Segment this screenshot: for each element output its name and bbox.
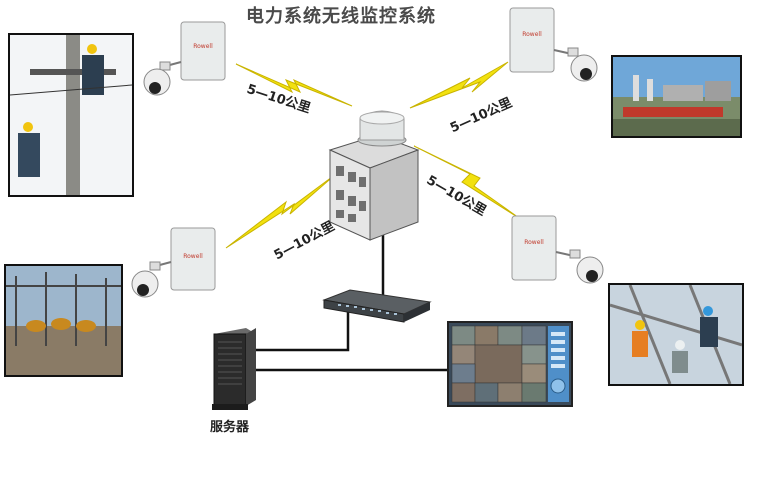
photo-technicians-on-tower	[608, 283, 744, 386]
photo-linemen-on-pole	[8, 33, 134, 197]
dome-camera-bottom-left	[131, 261, 172, 298]
roof-antenna	[357, 110, 407, 147]
diagram-title: 电力系统无线监控系统	[246, 6, 436, 27]
link-label-top-right: 5—10公里	[448, 96, 515, 137]
link-label-top-left: 5—10公里	[245, 82, 313, 117]
wire-switch-server	[256, 312, 350, 352]
svg-text:Rowell: Rowell	[522, 31, 542, 38]
photo-substation	[4, 264, 123, 377]
network-switch	[322, 289, 432, 323]
link-label-bottom-left: 5—10公里	[272, 219, 337, 263]
svg-text:Rowell: Rowell	[183, 253, 203, 260]
dome-camera-top-left	[143, 61, 182, 96]
photo-power-plant	[611, 55, 742, 138]
panel-antenna-bottom-right: Rowell	[511, 215, 557, 281]
panel-antenna-top-right: Rowell	[509, 7, 555, 73]
server-tower	[212, 328, 256, 410]
panel-antenna-top-left: Rowell	[180, 21, 226, 81]
monitor-wall	[447, 321, 573, 407]
svg-text:Rowell: Rowell	[193, 43, 213, 50]
dome-camera-bottom-right	[555, 249, 604, 284]
svg-text:Rowell: Rowell	[524, 239, 544, 246]
dome-camera-top-right	[553, 47, 598, 82]
lightning-bolt-top-left	[235, 63, 353, 107]
server-label: 服务器	[210, 420, 250, 435]
central-building	[328, 134, 420, 241]
lightning-bolt-top-right	[409, 61, 509, 109]
panel-antenna-bottom-left: Rowell	[170, 227, 216, 291]
